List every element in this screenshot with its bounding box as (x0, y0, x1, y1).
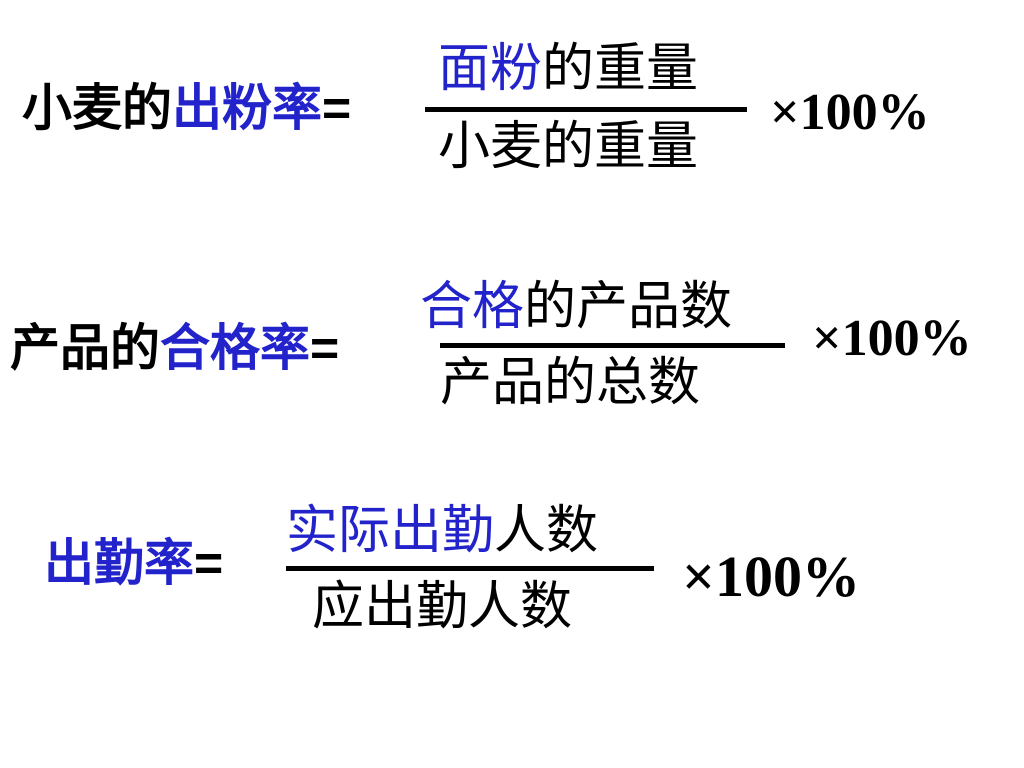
formula-3-lhs: 出勤率= (44, 533, 223, 593)
formula-1-fraction-bar (425, 107, 747, 112)
formula-2-lhs-blue: 合格率 (160, 318, 310, 377)
formula-3-numerator: 实际出勤人数 (286, 500, 598, 562)
formula-2-numerator-blue: 合格 (420, 277, 525, 337)
formula-1-multiplier: ×100% (770, 84, 930, 141)
formula-1-denominator: 小麦的重量 (438, 117, 699, 177)
formula-2-multiplier: ×100% (812, 310, 972, 367)
formula-2-numerator: 合格的产品数 (420, 276, 732, 338)
formula-2-lhs-black: 产品的 (10, 318, 160, 377)
formula-2-denominator: 产品的总数 (440, 353, 701, 413)
formula-2-equals: = (310, 320, 340, 376)
formula-3-lhs-blue: 出勤率 (44, 533, 194, 592)
formula-3-equals: = (194, 535, 224, 591)
formula-1-equals: = (322, 80, 352, 136)
formula-2-lhs: 产品的合格率= (10, 318, 339, 378)
formula-1-numerator: 面粉的重量 (438, 38, 698, 100)
formula-3-numerator-black: 人数 (494, 501, 599, 561)
formula-1-lhs-blue: 出粉率 (172, 78, 322, 137)
formula-3-multiplier: ×100% (682, 544, 861, 609)
formula-2-numerator-black: 的产品数 (524, 277, 733, 337)
formula-1-numerator-blue: 面粉 (438, 39, 543, 99)
formula-3-denominator: 应出勤人数 (312, 577, 573, 637)
formula-3-numerator-blue: 实际出勤 (286, 501, 495, 561)
formula-2-fraction-bar (440, 343, 785, 348)
formula-1-lhs: 小麦的出粉率= (22, 78, 351, 138)
formula-3-fraction-bar (286, 566, 654, 571)
formula-1-lhs-black: 小麦的 (22, 78, 172, 137)
formula-1-numerator-black: 的重量 (542, 39, 699, 99)
